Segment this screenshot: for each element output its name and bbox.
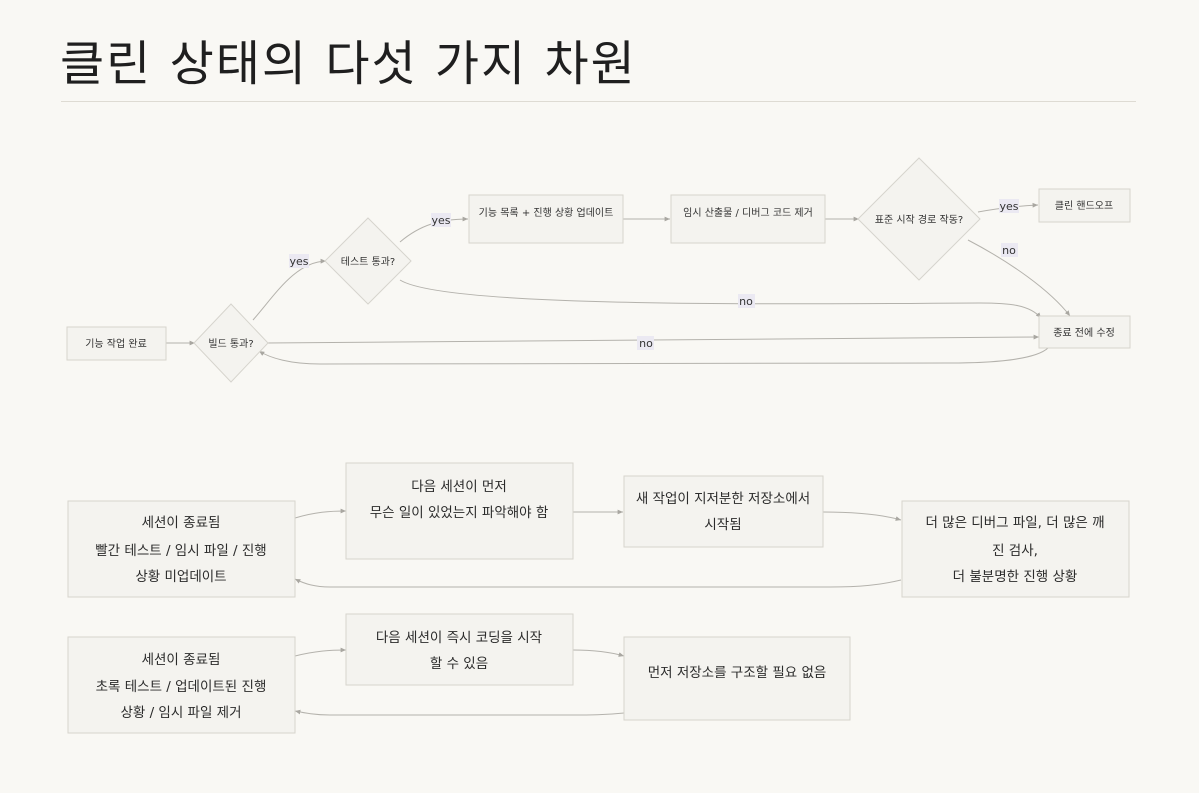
good-cycle-edges [294, 647, 625, 716]
bad-session-end-line-3: 상황 미업데이트 [135, 569, 226, 585]
bad-more-debug-line-2: 진 검사, [992, 543, 1038, 559]
node-clean-handoff-label: 클린 핸드오프 [1055, 200, 1113, 212]
node-test-pass [324, 217, 412, 305]
edge-label-yes-test: yes [431, 214, 450, 227]
good-start-coding-node [345, 613, 574, 686]
good-cycle-nodes: 세션이 종료됨 초록 테스트 / 업데이트된 진행 상황 / 임시 파일 제거 … [67, 613, 851, 734]
good-start-coding-line-1: 다음 세션이 즉시 코딩을 시작 [376, 630, 542, 646]
edge-label-no-build: no [639, 337, 653, 350]
flowchart-nodes: 기능 작업 완료 빌드 통과? 테스트 통과? 기능 목록 + 진행 상황 업데… [66, 157, 1131, 383]
bad-dirty-repo-line-1: 새 작업이 지저분한 저장소에서 [636, 491, 810, 507]
node-update-list [468, 194, 624, 244]
good-session-end-node [67, 636, 296, 734]
edge-label-yes-start: yes [999, 200, 1018, 213]
edge-bad-dirty-to-debug [822, 511, 902, 521]
edge-label-yes-build: yes [289, 255, 308, 268]
node-feature-done-label: 기능 작업 완료 [85, 337, 147, 350]
edge-label-bg [637, 336, 654, 350]
edge-good-end-to-start [294, 647, 347, 657]
bad-session-end-line-2: 빨간 테스트 / 임시 파일 / 진행 [95, 543, 266, 559]
edge-label-bg [431, 213, 451, 227]
good-session-end-line-3: 상황 / 임시 파일 제거 [120, 705, 241, 721]
node-build-pass-label: 빌드 통과? [208, 338, 253, 350]
good-session-end-line-2: 초록 테스트 / 업데이트된 진행 [96, 679, 267, 695]
edge-bad-end-to-next [294, 508, 347, 519]
good-start-coding-line-2: 할 수 있음 [430, 656, 488, 672]
bad-cycle-nodes: 세션이 종료됨 빨간 테스트 / 임시 파일 / 진행 상황 미업데이트 다음 … [67, 462, 1130, 598]
bad-next-must-figure-line-1: 다음 세션이 먼저 [411, 479, 507, 495]
edge-build-to-test [252, 258, 327, 321]
bad-cycle-edges [294, 508, 902, 588]
node-test-pass-label: 테스트 통과? [341, 256, 396, 268]
node-std-start [857, 157, 981, 281]
flowchart-edge-labels: yes yes yes no no no [289, 199, 1019, 350]
good-no-restructure-node [623, 636, 851, 721]
node-fix-before-end [1038, 315, 1131, 349]
bad-session-end-line-1: 세션이 종료됨 [142, 515, 221, 531]
title-divider [61, 101, 1136, 102]
bad-session-end-node [67, 500, 296, 598]
bad-more-debug-line-3: 더 불분명한 진행 상황 [953, 569, 1078, 585]
edge-good-start-to-norestructure [572, 649, 625, 657]
node-clean-handoff [1038, 188, 1131, 223]
bad-next-must-figure-line-2: 무슨 일이 있었는지 파악해야 함 [370, 505, 549, 521]
node-remove-temp-label: 임시 산출물 / 디버그 코드 제거 [683, 206, 813, 219]
edge-fix-to-build [258, 347, 1049, 365]
bad-more-debug-line-1: 더 많은 디버그 파일, 더 많은 깨 [925, 515, 1104, 531]
bad-more-debug-node [901, 500, 1130, 598]
edge-bad-debug-to-end [294, 578, 902, 588]
good-session-end-line-1: 세션이 종료됨 [142, 652, 221, 668]
edge-label-no-test: no [739, 295, 753, 308]
bad-dirty-repo-node [623, 475, 824, 548]
edge-start-to-fix [967, 239, 1071, 317]
node-update-list-label: 기능 목록 + 진행 상황 업데이트 [479, 206, 614, 219]
node-feature-done [66, 326, 167, 361]
edge-label-bg [289, 254, 309, 268]
edge-label-bg [1001, 243, 1018, 257]
edge-label-no-start: no [1002, 244, 1016, 257]
node-build-pass [193, 303, 269, 383]
bad-dirty-repo-line-2: 시작됨 [704, 517, 741, 533]
node-std-start-label: 표준 시작 경로 작동? [875, 213, 963, 226]
edge-label-bg [738, 294, 755, 308]
bad-next-must-figure-node [345, 462, 574, 560]
edge-test-to-fix [399, 279, 1042, 319]
edge-label-bg [999, 199, 1019, 213]
good-no-restructure-line-1: 먼저 저장소를 구조할 필요 없음 [648, 665, 827, 681]
node-remove-temp [670, 194, 826, 244]
page-title: 클린 상태의 다섯 가지 차원 [60, 36, 637, 92]
node-fix-before-end-label: 종료 전에 수정 [1053, 327, 1115, 339]
edge-good-norestructure-to-end [294, 709, 625, 716]
